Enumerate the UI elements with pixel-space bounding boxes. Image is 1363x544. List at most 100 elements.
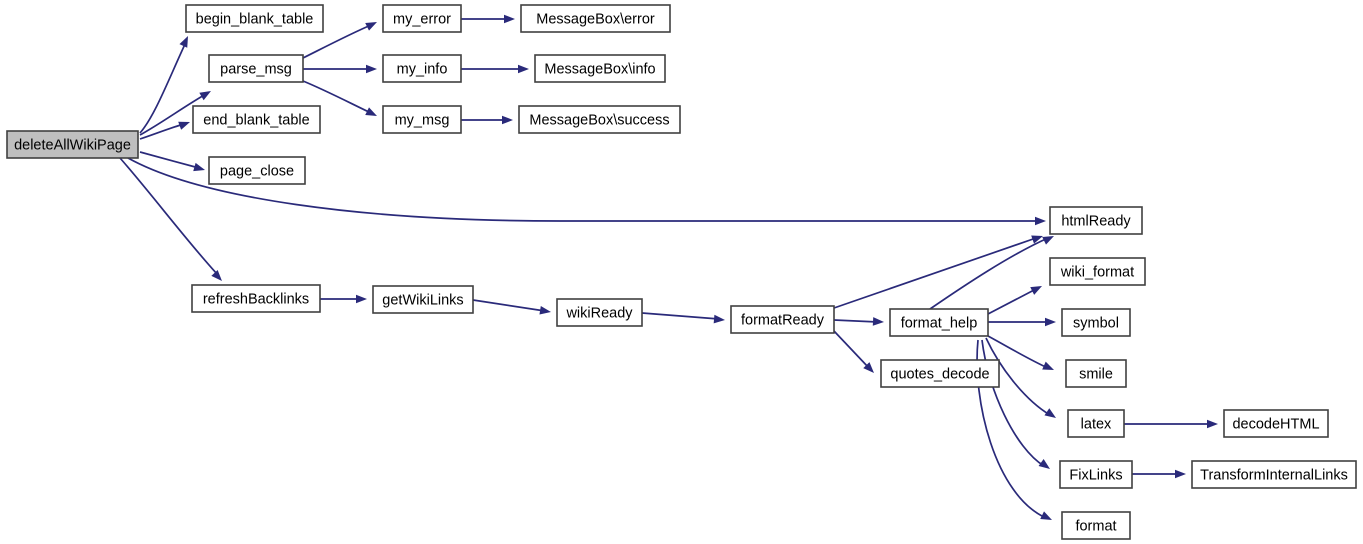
arrowhead-icon (539, 306, 551, 315)
edge-deleteAllWikiPage-to-end_blank_table (139, 121, 190, 140)
node-box[interactable] (889, 308, 989, 337)
node-TransformInternalLinks[interactable]: TransformInternalLinks (1191, 460, 1357, 489)
node-box[interactable] (208, 156, 306, 185)
edge-line (985, 337, 1051, 416)
edge-getWikiLinks-to-wikiReady (472, 299, 551, 315)
arrowhead-icon (1045, 317, 1056, 327)
edge-parse_msg-to-my_error (302, 22, 377, 59)
edge-line (833, 319, 879, 323)
edge-format_help-to-symbol (988, 317, 1056, 327)
node-box[interactable] (1065, 359, 1127, 388)
node-MessageBox_error[interactable]: MessageBox\error (520, 4, 671, 33)
edge-parse_msg-to-my_msg (302, 80, 377, 116)
edge-deleteAllWikiPage-to-htmlReady (127, 157, 1046, 226)
edge-line (302, 80, 372, 114)
node-quotes_decode[interactable]: quotes_decode (880, 359, 1000, 388)
node-page_close[interactable]: page_close (208, 156, 306, 185)
node-my_error[interactable]: my_error (382, 4, 462, 33)
node-box[interactable] (1059, 460, 1133, 489)
node-symbol[interactable]: symbol (1061, 308, 1131, 337)
node-wikiReady[interactable]: wikiReady (556, 298, 643, 327)
edge-line (981, 339, 1045, 467)
node-format_help[interactable]: format_help (889, 308, 989, 337)
node-box[interactable] (1067, 409, 1125, 438)
node-my_info[interactable]: my_info (382, 54, 462, 83)
arrowhead-icon (193, 162, 205, 172)
node-box[interactable] (1061, 308, 1131, 337)
edge-line (139, 93, 207, 136)
edge-line (833, 330, 870, 369)
edge-line (987, 335, 1049, 369)
edge-my_info-to-MessageBox_info (461, 64, 529, 74)
node-box[interactable] (1049, 206, 1143, 235)
arrowhead-icon (1042, 236, 1054, 245)
edge-line (472, 299, 546, 312)
node-format[interactable]: format (1061, 511, 1131, 540)
node-begin_blank_table[interactable]: begin_blank_table (185, 4, 324, 33)
node-box[interactable] (372, 285, 474, 314)
node-box[interactable] (191, 284, 321, 313)
arrowhead-icon (872, 317, 884, 326)
edge-line (302, 24, 372, 59)
node-MessageBox_success[interactable]: MessageBox\success (518, 105, 681, 134)
node-box[interactable] (1223, 409, 1329, 438)
node-refreshBacklinks[interactable]: refreshBacklinks (191, 284, 321, 313)
node-box[interactable] (382, 4, 462, 33)
arrowhead-icon (1044, 408, 1056, 418)
node-deleteAllWikiPage[interactable]: deleteAllWikiPage (6, 130, 139, 159)
node-end_blank_table[interactable]: end_blank_table (192, 105, 321, 134)
node-box[interactable] (6, 130, 139, 159)
edge-deleteAllWikiPage-to-parse_msg (139, 91, 211, 136)
node-smile[interactable]: smile (1065, 359, 1127, 388)
node-my_msg[interactable]: my_msg (382, 105, 462, 134)
node-box[interactable] (556, 298, 643, 327)
node-box[interactable] (518, 105, 681, 134)
edge-formatReady-to-htmlReady (833, 235, 1043, 309)
edge-format_help-to-FixLinks (981, 339, 1050, 469)
arrowhead-icon (356, 294, 367, 304)
node-box[interactable] (520, 4, 671, 33)
edge-format_help-to-wiki_format (987, 286, 1042, 315)
node-box[interactable] (185, 4, 324, 33)
node-box[interactable] (208, 54, 304, 83)
edge-line (127, 157, 1036, 222)
node-box[interactable] (1191, 460, 1357, 489)
edge-line (987, 288, 1037, 315)
node-box[interactable] (1061, 511, 1131, 540)
edge-format_help-to-htmlReady (929, 236, 1054, 310)
node-htmlReady[interactable]: htmlReady (1049, 206, 1143, 235)
arrowhead-icon (1031, 235, 1043, 244)
arrowhead-icon (713, 314, 725, 324)
node-FixLinks[interactable]: FixLinks (1059, 460, 1133, 489)
node-getWikiLinks[interactable]: getWikiLinks (372, 285, 474, 314)
node-decodeHTML[interactable]: decodeHTML (1223, 409, 1329, 438)
node-box[interactable] (382, 105, 462, 134)
arrowhead-icon (178, 121, 190, 130)
node-box[interactable] (382, 54, 462, 83)
node-wiki_format[interactable]: wiki_format (1049, 257, 1146, 286)
node-box[interactable] (192, 105, 321, 134)
arrowhead-icon (1035, 216, 1046, 226)
node-formatReady[interactable]: formatReady (730, 305, 835, 334)
node-box[interactable] (1049, 257, 1146, 286)
node-parse_msg[interactable]: parse_msg (208, 54, 304, 83)
node-box[interactable] (730, 305, 835, 334)
arrowhead-icon (518, 64, 529, 74)
arrowhead-icon (199, 91, 211, 101)
node-latex[interactable]: latex (1067, 409, 1125, 438)
edge-format_help-to-smile (987, 335, 1054, 370)
edge-line (119, 157, 219, 276)
edge-deleteAllWikiPage-to-refreshBacklinks (119, 157, 222, 281)
nodes-layer: deleteAllWikiPage begin_blank_table parse_… (6, 4, 1357, 540)
edge-line (139, 151, 200, 169)
node-MessageBox_info[interactable]: MessageBox\info (534, 54, 666, 83)
arrowhead-icon (1042, 361, 1054, 370)
edge-line (833, 237, 1037, 309)
arrowhead-icon (365, 22, 377, 31)
node-box[interactable] (880, 359, 1000, 388)
edge-line (139, 41, 187, 134)
edge-deleteAllWikiPage-to-begin_blank_table (139, 36, 188, 134)
node-box[interactable] (534, 54, 666, 83)
